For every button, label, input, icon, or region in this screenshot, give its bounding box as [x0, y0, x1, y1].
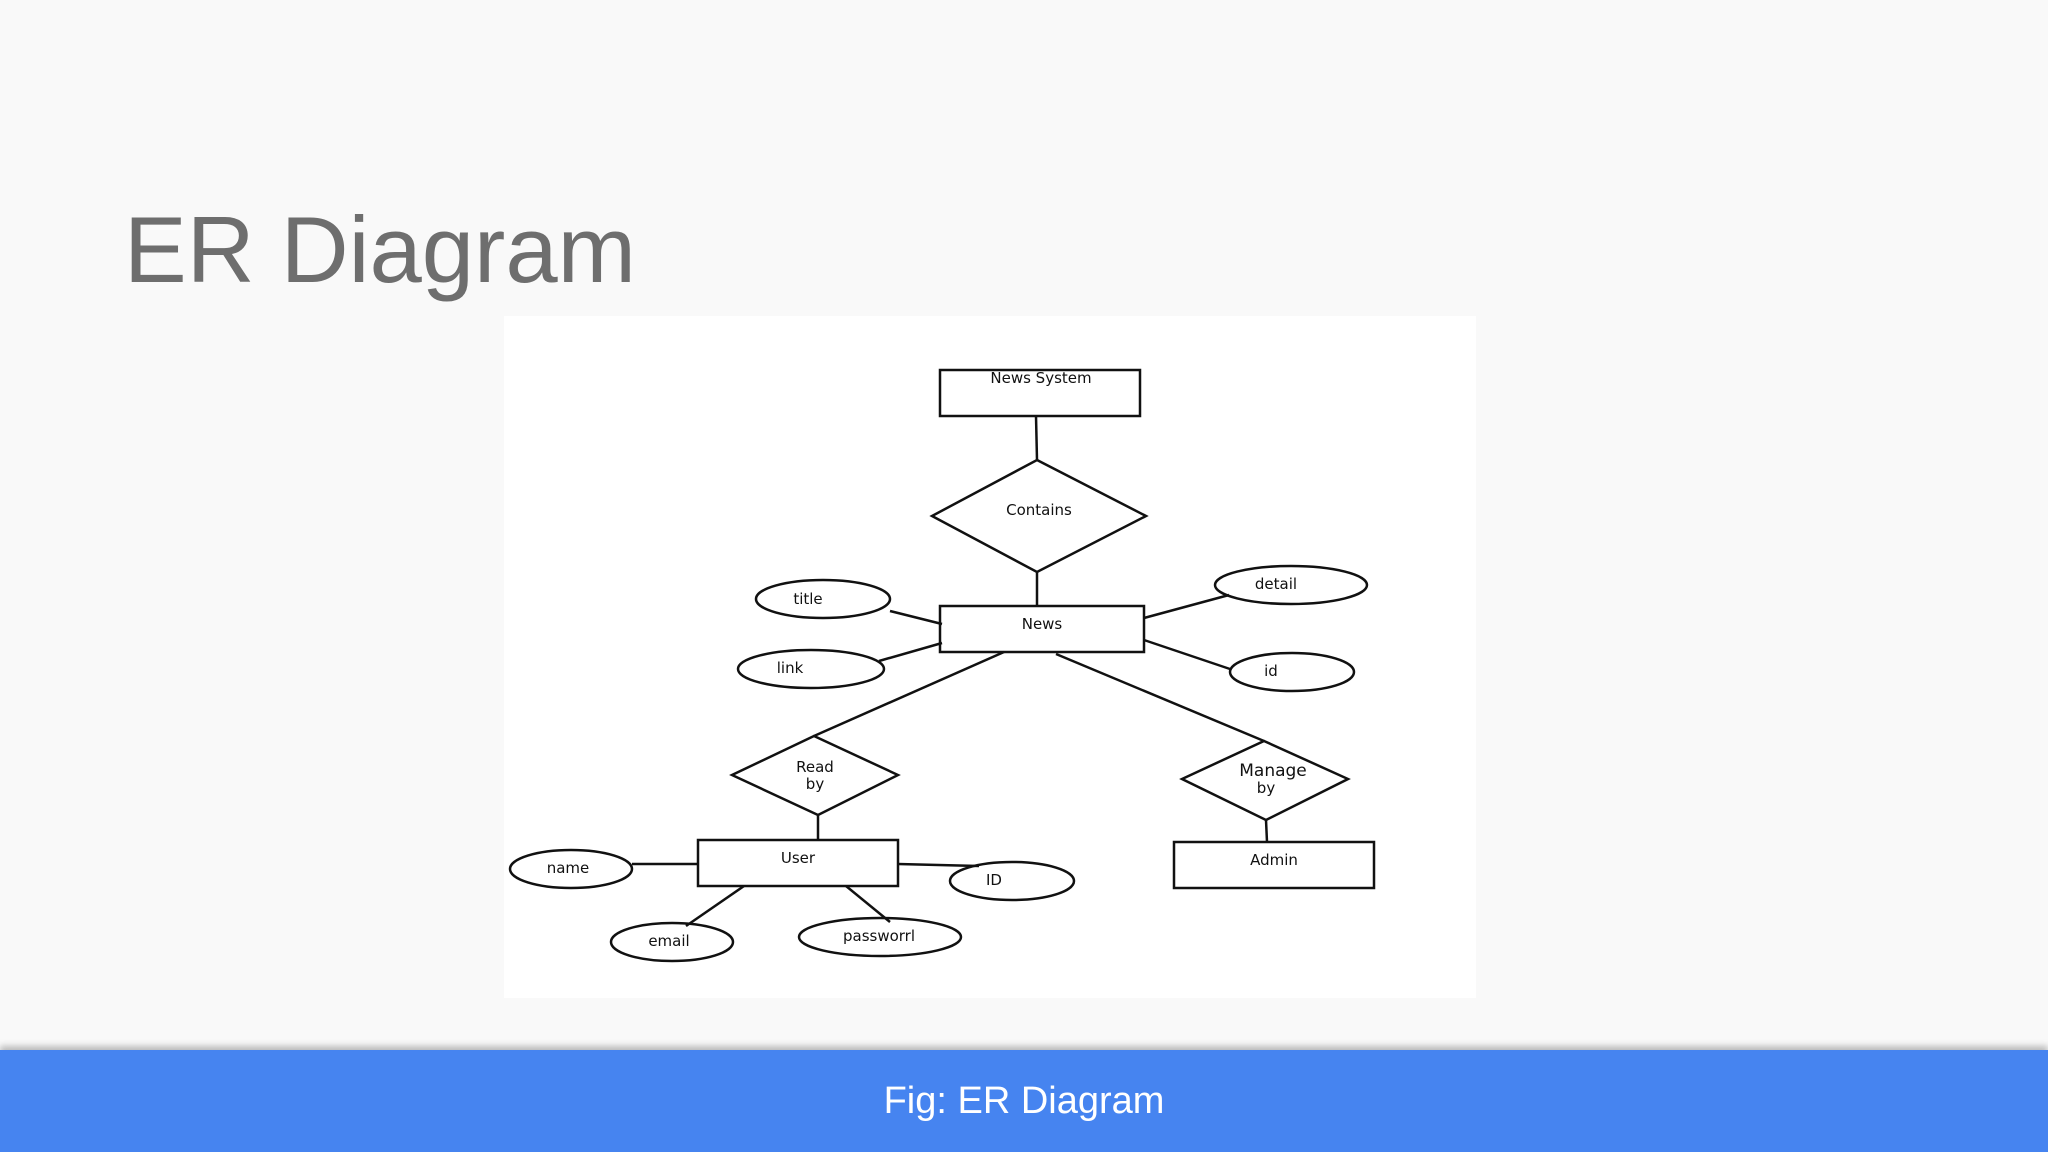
figure-caption: Fig: ER Diagram	[883, 1079, 1165, 1122]
connector-news-title	[889, 609, 943, 626]
entity-news-system-label: News System	[990, 369, 1091, 387]
connector-manageby-admin	[1264, 819, 1269, 843]
connector-news-link	[878, 641, 943, 663]
attribute-name	[508, 848, 634, 890]
connector-user-password	[845, 885, 891, 923]
relationship-contains-label: Contains	[1006, 501, 1072, 519]
connector-news-manageby	[1055, 652, 1265, 743]
attribute-password-label: passworrl	[843, 927, 915, 945]
entity-news-system	[938, 368, 1142, 418]
entity-user-label: User	[781, 849, 816, 867]
relationship-manage-by-label-line1: Manage	[1239, 761, 1307, 781]
attribute-email	[609, 921, 735, 963]
attribute-name-label: name	[547, 859, 590, 877]
entity-admin-label: Admin	[1250, 851, 1298, 869]
attribute-email-label: email	[648, 932, 689, 950]
attribute-link-label: link	[777, 659, 804, 677]
attribute-title-label: title	[793, 590, 822, 608]
attribute-password	[797, 916, 963, 958]
relationship-contains	[929, 458, 1149, 574]
er-diagram-canvas: News System News User Admin Contains Rea…	[508, 368, 1376, 963]
connector-news-detail	[1143, 593, 1230, 620]
attribute-title	[754, 578, 892, 620]
attribute-link	[736, 648, 886, 690]
connector-user-email	[685, 884, 745, 928]
relationship-read-by	[729, 734, 901, 817]
attribute-detail-label: detail	[1255, 575, 1297, 593]
connector-news-readby	[813, 650, 1005, 738]
er-diagram: News System News User Admin Contains Rea…	[504, 316, 1476, 998]
caption-bar: Fig: ER Diagram	[0, 1050, 2048, 1152]
attribute-detail	[1213, 564, 1369, 606]
relationship-read-by-label-line1: Read	[796, 758, 834, 776]
connector-user-id	[897, 862, 980, 868]
relationship-manage-by-label-line2: by	[1257, 779, 1276, 797]
entity-news-label: News	[1022, 615, 1063, 633]
attribute-id-label: id	[1264, 662, 1278, 680]
entity-admin	[1172, 840, 1376, 890]
attribute-user-id	[948, 860, 1076, 902]
connector-newssystem-contains	[1034, 415, 1039, 461]
entity-news	[938, 604, 1146, 654]
relationship-read-by-label-line2: by	[806, 775, 825, 793]
entity-user	[696, 838, 900, 888]
relationship-manage-by	[1179, 739, 1351, 822]
attribute-id	[1228, 651, 1356, 693]
slide-title: ER Diagram	[124, 197, 636, 302]
connector-news-id	[1143, 638, 1231, 671]
attribute-user-id-label: ID	[986, 871, 1002, 889]
